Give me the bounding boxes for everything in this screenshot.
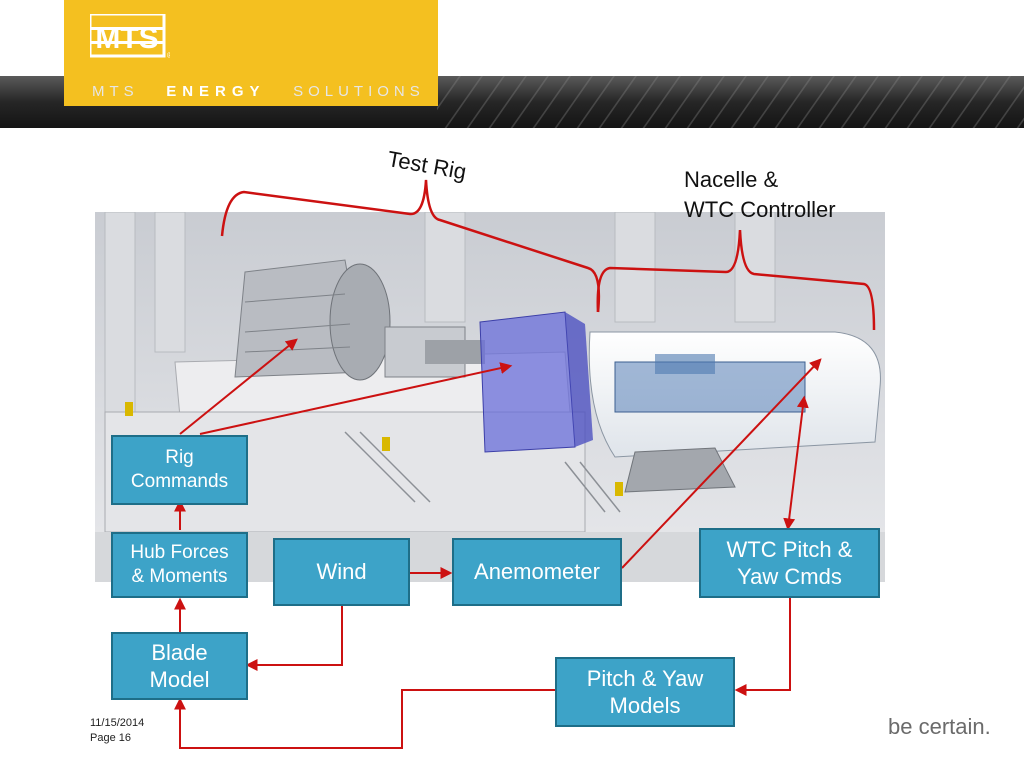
wtc-pitch-yaw-box: WTC Pitch &Yaw Cmds xyxy=(699,528,880,598)
footer-date: 11/15/2014 xyxy=(90,717,145,729)
nacelle-label: Nacelle & WTC Controller xyxy=(684,165,836,225)
tagline-bold: ENERGY xyxy=(166,83,266,100)
pitch-models-line1: Pitch & Yaw xyxy=(586,665,704,691)
nacelle-brace xyxy=(596,229,876,331)
hub-forces-line1: Hub Forces xyxy=(130,542,229,564)
header-diagonal-pattern xyxy=(437,76,1024,128)
blade-model-line2: Model xyxy=(149,667,210,692)
anemometer-box: Anemometer xyxy=(452,538,622,606)
footer-page-number: Page 16 xyxy=(90,732,131,744)
arrow-nacelle-to-wtc xyxy=(783,395,809,531)
test-rig-brace xyxy=(220,179,601,313)
wtc-pitch-line2: Yaw Cmds xyxy=(737,564,842,589)
blade-model-line1: Blade xyxy=(151,639,208,665)
arrow-wtc-to-pitchmodels xyxy=(734,598,791,696)
company-tagline: MTS ENERGY SOLUTIONS xyxy=(92,83,425,100)
pitch-models-line2: Models xyxy=(609,693,681,718)
tagline-pre: MTS xyxy=(92,83,139,100)
anemometer-label: Anemometer xyxy=(474,559,600,585)
hub-forces-line2: & Moments xyxy=(131,566,228,587)
wind-box: Wind xyxy=(273,538,410,606)
arrow-pitchmodels-to-blade xyxy=(174,689,555,749)
hub-forces-box: Hub Forces& Moments xyxy=(111,532,248,598)
nacelle-label-line2: WTC Controller xyxy=(684,197,836,222)
brand-logo-block xyxy=(64,0,438,106)
wind-label: Wind xyxy=(316,559,367,585)
brand-slogan: be certain. xyxy=(888,714,991,739)
logo-registered-mark: ® xyxy=(167,51,170,58)
nacelle-label-line1: Nacelle & xyxy=(684,167,779,192)
wtc-pitch-line1: WTC Pitch & xyxy=(726,536,853,562)
arrow-wind-to-blade xyxy=(245,606,343,671)
rig-commands-line2: Commands xyxy=(130,471,229,492)
arrow-rig-to-motor xyxy=(179,338,298,435)
arrow-anemometer-to-nacelle xyxy=(621,358,822,569)
slide-footer: 11/15/2014 Page 16 xyxy=(90,716,144,746)
rig-commands-line1: Rig xyxy=(165,447,194,469)
arrow-rig-to-frame xyxy=(199,362,513,435)
logo-text: MTS xyxy=(95,22,158,55)
mts-logo: MTS ® xyxy=(90,14,170,58)
tagline-post: SOLUTIONS xyxy=(293,83,425,100)
